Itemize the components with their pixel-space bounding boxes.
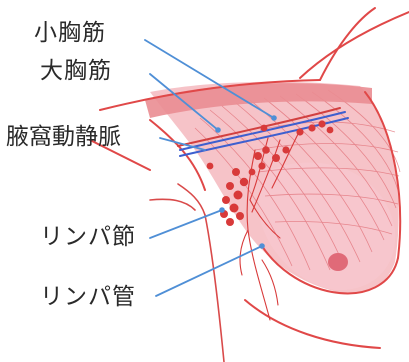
lymph-node [258,162,265,169]
lymph-node [226,182,234,190]
label-pectoralis-major: 大胸筋 [40,60,112,83]
label-pectoralis-minor: 小胸筋 [34,22,106,45]
leader-lymph-node [150,210,222,238]
lymph-node [222,196,230,204]
lymph-node [318,120,325,127]
nipple [328,253,348,271]
lymph-node [254,152,262,160]
lymph-node [234,191,243,200]
label-axillary-artery-vein: 腋窩動静脈 [6,126,121,149]
lymph-node [207,163,214,170]
lymph-node [282,146,289,153]
lymph-node [261,125,268,132]
lymph-node [232,168,240,176]
lymph-node [272,154,280,162]
leader-lymph-vessel [156,246,262,296]
label-lymph-node: リンパ節 [40,226,136,249]
lymph-node [230,204,239,213]
label-lymph-vessel: リンパ管 [40,286,136,309]
lymph-node [236,212,244,220]
lymph-node [296,128,303,135]
lymph-node [226,218,234,226]
lymph-node [262,146,270,154]
lymph-node [327,127,334,134]
arm-outline [150,184,224,362]
lymph-node [308,124,315,131]
lymph-node [240,178,248,186]
lymph-node [249,169,256,176]
